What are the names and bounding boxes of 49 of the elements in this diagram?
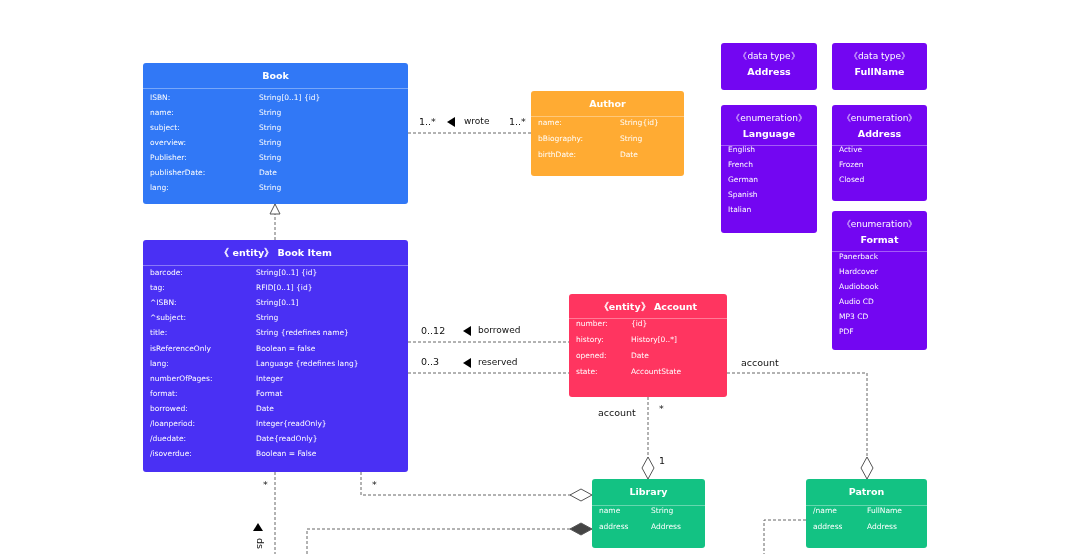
class-name: FullName (853, 67, 906, 78)
stereotype-label: 《data type》 (847, 52, 912, 62)
aggregation-line (360, 471, 593, 502)
role-label: * (659, 404, 664, 415)
class-box (592, 479, 705, 548)
data-type-box (721, 43, 817, 90)
role-label: 0..3 (421, 357, 440, 368)
role-label: 1..* (509, 117, 526, 128)
role-label: 1..* (419, 117, 436, 128)
class-name: Language (741, 129, 797, 140)
role-label: ds (254, 538, 265, 549)
association-line (274, 471, 276, 554)
association-line (763, 519, 807, 554)
class-name: Patron (847, 487, 886, 498)
aggregation-line (641, 396, 655, 480)
role-label: account (741, 358, 779, 369)
class-box (806, 479, 927, 548)
class-name: Author (588, 99, 627, 110)
data-type-box (832, 43, 927, 90)
association-line (407, 132, 532, 134)
enumeration-box (832, 211, 927, 350)
aggregation-line (726, 372, 874, 480)
role-label: 1 (659, 456, 666, 467)
class-name: Book (261, 71, 290, 82)
class-box (143, 240, 408, 472)
class-name: Format (859, 235, 900, 246)
enumeration-box (832, 105, 927, 201)
stereotype-label: 《enumeration》 (840, 114, 919, 124)
generalization-arrow (269, 203, 281, 241)
aggregation-line (306, 522, 593, 554)
class-name: Address (856, 129, 903, 140)
class-name: Address (746, 67, 792, 78)
class-box (569, 294, 727, 397)
edge-label: wrote (463, 117, 491, 127)
stereotype-label: 《enumeration》 (730, 114, 808, 124)
class-box (143, 63, 408, 204)
class-name: Library (628, 487, 669, 498)
enumeration-box (721, 105, 817, 233)
class-name: 《entity》 Account (597, 302, 699, 313)
role-label: 0..12 (421, 326, 446, 337)
role-label: * (263, 480, 268, 491)
class-box (531, 91, 684, 176)
stereotype-label: 《enumeration》 (840, 220, 919, 230)
edge-label: borrowed (477, 326, 522, 336)
role-label: account (598, 408, 636, 419)
class-name: 《 entity》 Book Item (218, 248, 333, 259)
stereotype-label: 《data type》 (737, 52, 801, 62)
role-label: * (372, 480, 377, 491)
edge-label: reserved (477, 358, 519, 368)
